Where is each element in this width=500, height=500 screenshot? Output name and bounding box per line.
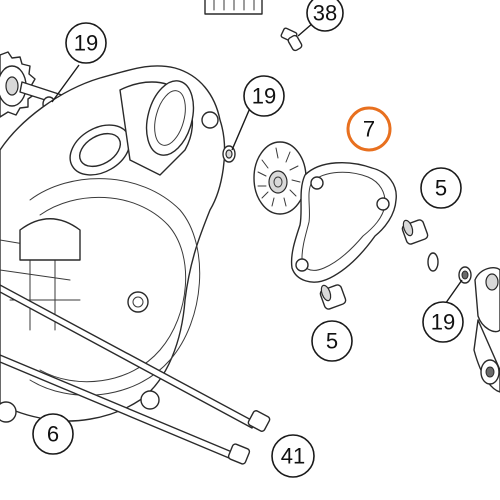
callout-38: 38 xyxy=(306,0,344,32)
leader-lines xyxy=(51,22,463,308)
callout-38-label: 38 xyxy=(313,1,337,26)
top-bracket-part xyxy=(204,0,263,15)
callout-6-cover: 6 xyxy=(32,413,74,455)
callout-19-center-label: 19 xyxy=(252,84,276,109)
dowel-pin-upper-part xyxy=(401,219,429,245)
callout-19-left-label: 19 xyxy=(74,31,98,56)
callout-5-upper-label: 5 xyxy=(435,176,447,201)
callout-5-upper: 5 xyxy=(420,167,462,209)
impeller-part xyxy=(253,141,307,215)
callout-41-label: 41 xyxy=(281,444,305,469)
callout-6-label: 6 xyxy=(47,422,59,447)
gear-part xyxy=(0,51,36,118)
long-bolts-part xyxy=(0,284,271,465)
callout-19-left: 19 xyxy=(65,22,107,64)
dowel-pin-lower-part xyxy=(319,284,347,310)
callout-5-lower-label: 5 xyxy=(326,329,338,354)
callout-41-bolts: 41 xyxy=(271,434,315,478)
callout-19-center: 19 xyxy=(243,75,285,117)
callout-7-gasket: 7 xyxy=(346,106,392,152)
cover-part xyxy=(0,65,226,423)
callout-19-right-label: 19 xyxy=(431,310,455,335)
bolt-38-part xyxy=(280,27,303,52)
callout-19-right: 19 xyxy=(422,301,464,343)
lever-part xyxy=(473,267,500,393)
leader-38 xyxy=(297,22,314,37)
callout-5-lower: 5 xyxy=(311,320,353,362)
o-ring-part xyxy=(427,252,472,284)
gasket-part xyxy=(290,161,397,283)
callout-7-label: 7 xyxy=(363,117,375,142)
leader-19-left xyxy=(51,64,80,103)
leader-19-center xyxy=(231,107,251,151)
